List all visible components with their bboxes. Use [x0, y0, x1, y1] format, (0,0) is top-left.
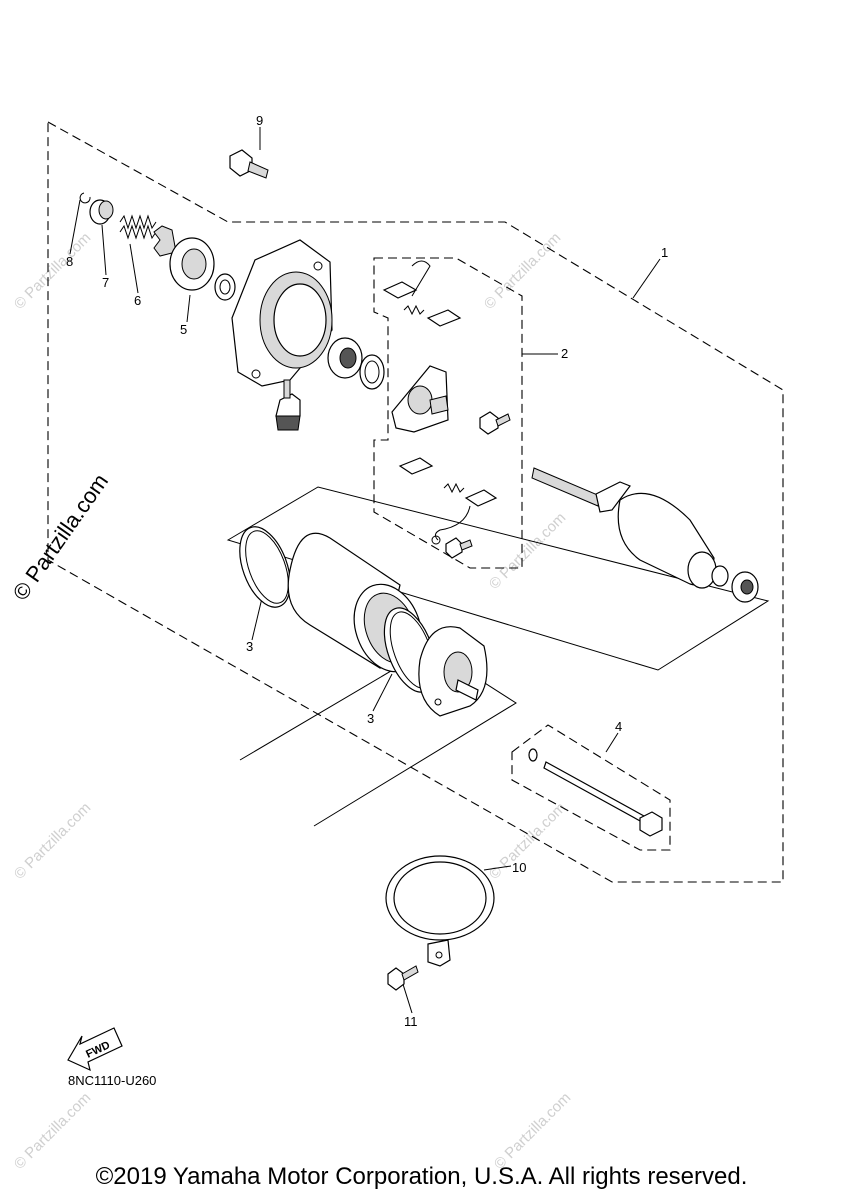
screw-upper	[479, 411, 511, 435]
watermark-large: © Partzilla.com	[8, 469, 114, 605]
callout-8: 8	[66, 254, 73, 269]
part-9-bolt	[229, 149, 269, 179]
callout-4: 4	[615, 719, 622, 734]
callout-3: 3	[367, 711, 374, 726]
callout-2: 2	[561, 346, 568, 361]
brush-holder-outline	[373, 257, 523, 569]
small-bearing	[731, 571, 759, 603]
callouts: 1 2 3 3 4 5 6 7 8 9 10 11	[66, 113, 668, 1029]
part-6-spring	[119, 214, 157, 240]
part-5-pinion-gear	[153, 225, 236, 301]
front-cover	[418, 626, 488, 717]
part-11-screw	[387, 965, 419, 991]
leader-lines	[69, 127, 661, 1014]
rear-housing	[231, 239, 333, 387]
part-8-circlip	[79, 192, 91, 204]
callout-6: 6	[134, 293, 141, 308]
watermark: © Partzilla.com	[11, 799, 94, 882]
watermark: © Partzilla.com	[11, 1089, 94, 1172]
brush-plate	[391, 365, 449, 433]
diagram-code: 8NC1110-U260	[68, 1073, 157, 1088]
bearing	[327, 337, 363, 379]
washer	[359, 354, 385, 390]
brush-lower	[398, 457, 498, 545]
brush-upper	[382, 260, 462, 327]
callout-1: 1	[661, 245, 668, 260]
o-ring-left	[239, 526, 291, 608]
copyright-notice: ©2019 Yamaha Motor Corporation, U.S.A. A…	[95, 1163, 748, 1190]
watermark: © Partzilla.com	[486, 799, 569, 882]
watermark: © Partzilla.com	[486, 509, 569, 592]
terminal-screw	[275, 379, 301, 431]
armature	[531, 467, 729, 589]
fwd-arrow-icon: FWD	[67, 1027, 123, 1072]
part-10-band	[385, 855, 495, 967]
callout-7: 7	[102, 275, 109, 290]
watermark: © Partzilla.com	[481, 229, 564, 312]
watermark: © Partzilla.com	[11, 229, 94, 312]
assembly-outline	[47, 121, 784, 883]
yoke-outline	[226, 486, 770, 671]
callout-5: 5	[180, 322, 187, 337]
callout-3: 3	[246, 639, 253, 654]
part-7-collar	[89, 199, 114, 225]
screw-lower	[445, 537, 473, 559]
part-4-bolt	[528, 748, 663, 837]
bolt-set-outline	[511, 724, 671, 851]
callout-10: 10	[512, 860, 526, 875]
watermark: © Partzilla.com	[491, 1089, 574, 1172]
callout-9: 9	[256, 113, 263, 128]
callout-11: 11	[404, 1014, 418, 1029]
